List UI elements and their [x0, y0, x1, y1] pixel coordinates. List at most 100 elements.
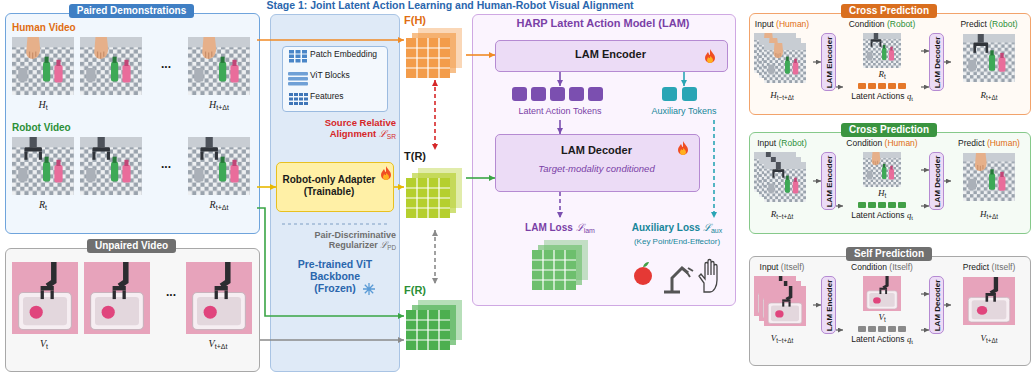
subscript-text: t+Δt: [986, 94, 997, 101]
label-text: (Robot): [778, 138, 806, 148]
text-line: Condition(Human): [843, 139, 921, 149]
input-frame: [764, 162, 806, 202]
connector-arrow: [559, 72, 561, 86]
text-line: Input(Robot): [751, 139, 813, 149]
human-frame: [12, 37, 74, 95]
text-line: Source Relative AlignmentℒSR: [300, 118, 396, 141]
features-icon: [289, 93, 308, 105]
text-line: LAM Decoder: [931, 33, 942, 91]
label-text: q: [907, 210, 911, 220]
label-text: ...: [166, 285, 176, 299]
text-line: HARP Latent Action Model (LAM): [472, 17, 734, 30]
connector-arrow: [836, 205, 843, 206]
text-line: T(R): [404, 150, 464, 163]
condition-frame: [863, 276, 901, 311]
label-text: H: [878, 188, 885, 198]
label-text: Predict: [960, 19, 986, 29]
unpaired-frame: [84, 262, 150, 334]
text-line: Latent Actionsqt: [843, 335, 921, 346]
text-line: LAM Encoder: [823, 152, 834, 210]
text-line: LAM Decoder: [931, 152, 942, 210]
label-text: Condition: [846, 138, 882, 148]
text-line: Condition(Robot): [843, 20, 921, 30]
backbone-icons: [282, 50, 391, 295]
connector-arrow: [434, 230, 436, 284]
robot-frame: [80, 137, 142, 195]
encoder-box: LAM Encoder: [821, 276, 836, 334]
subscript-text: t: [46, 104, 48, 111]
subscript-text: t~t+Δt: [777, 94, 794, 101]
text-line: Ht: [843, 188, 921, 199]
text-line: Rt~t+Δt: [751, 209, 813, 220]
text-line: LAM Encoder: [823, 276, 834, 334]
label-text: Robot Video: [12, 122, 71, 133]
label-text: LAM Encoder: [824, 279, 833, 331]
text-line: (Key Point/End-Effector): [622, 237, 732, 246]
subscript-text: t: [46, 343, 48, 350]
label-text: (Human): [776, 19, 809, 29]
connector-arrow: [257, 208, 404, 316]
label-text: Human Video: [12, 22, 76, 33]
text-line: LAM Decoder: [495, 144, 698, 157]
text-line: Rt+Δt: [951, 90, 1027, 101]
label-text: ℒ: [576, 222, 584, 233]
connector-arrow: [836, 329, 843, 330]
robot-frame: [12, 137, 74, 195]
text-line: LAM Encoder: [823, 33, 834, 91]
label-text: (Human): [987, 138, 1020, 148]
predict-frame: [963, 34, 1015, 82]
text-line: Predict(Robot): [951, 20, 1027, 30]
text-line: F(R): [404, 284, 464, 297]
subscript-text: SR: [387, 133, 396, 140]
label-text: H: [770, 90, 777, 100]
predict-frame: [963, 277, 1015, 325]
subscript-text: t: [911, 215, 913, 221]
text-line: F(H): [404, 14, 464, 27]
subscript-text: t: [884, 316, 886, 323]
tab-title: Cross Prediction: [841, 123, 937, 137]
label-text: R: [878, 69, 884, 79]
text-line: Features: [310, 92, 384, 102]
subscript-text: t~t+Δt: [776, 337, 793, 344]
label-text: V: [981, 333, 987, 343]
text-line: LAM Encoder: [495, 48, 726, 61]
label-text: LAM Decoder: [561, 144, 632, 156]
text-line: Human Video: [12, 22, 132, 34]
label-text: Latent Action Tokens: [519, 106, 602, 116]
label-text: ViT Blocks: [310, 70, 350, 80]
label-text: F(H): [404, 14, 426, 26]
label-text: Input: [755, 19, 774, 29]
text-line: Vt: [843, 312, 921, 323]
text-line: Latent Actionsqt: [843, 211, 921, 222]
label-text: Condition: [849, 19, 885, 29]
label-text: V: [40, 338, 46, 349]
text-line: ...: [154, 286, 188, 300]
cross-prediction-b-frames: [754, 152, 1015, 208]
connector-arrow: [921, 293, 929, 294]
backbone-column: Pre-trained ViT Backbone (Frozen)Patch E…: [270, 14, 400, 372]
label-text: (Robot): [989, 19, 1017, 29]
text-line: Input(Human): [751, 20, 813, 30]
subscript-text: t: [45, 204, 47, 211]
subscript-text: t: [884, 73, 886, 80]
trainable-icon: [678, 141, 688, 155]
text-line: LAM Decoder: [931, 276, 942, 334]
text-line: ViT Blocks: [310, 71, 384, 81]
label-text: Latent Actions: [851, 334, 904, 344]
input-frame: [764, 43, 806, 83]
text-line: Vt+Δt: [185, 338, 251, 351]
connector-arrow: [257, 39, 404, 41]
connector-arrow: [466, 54, 495, 56]
label-text: q: [907, 91, 911, 101]
text-line: Rt: [12, 199, 74, 212]
tab-title: Self Prediction: [846, 247, 932, 261]
connector-arrow: [921, 329, 929, 330]
unpaired-frame: [186, 262, 252, 334]
unpaired-frames: [12, 262, 252, 334]
text-line: Ht+Δt: [951, 209, 1027, 220]
text-line: Self Prediction: [749, 247, 1029, 261]
feature-grid: [406, 300, 462, 350]
label-text: V: [878, 312, 884, 322]
text-line: Latent Action Tokens: [505, 106, 615, 116]
label-text: LAM Loss: [525, 222, 573, 233]
